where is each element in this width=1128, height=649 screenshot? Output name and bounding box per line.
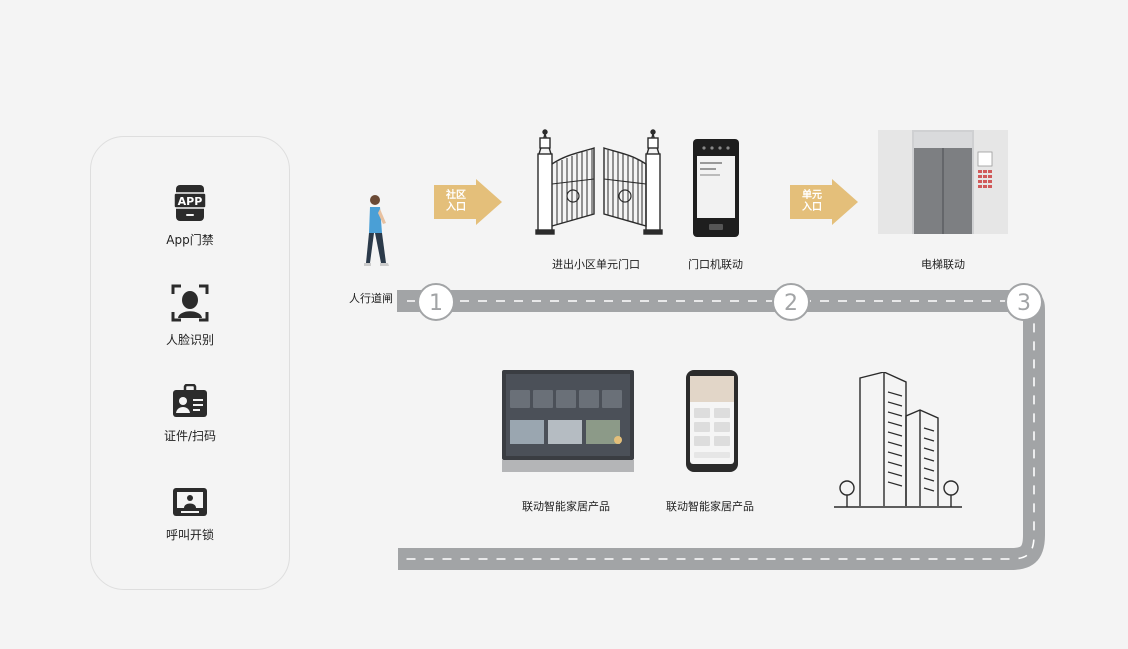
door-station-caption: 门口机联动 bbox=[688, 258, 743, 271]
pedestrian-illustration bbox=[364, 195, 389, 266]
gate-caption: 进出小区单元门口 bbox=[552, 258, 640, 271]
access-mode-intercom: 呼叫开锁 bbox=[90, 487, 290, 543]
elevator-caption: 电梯联动 bbox=[921, 258, 965, 271]
panel-caption: 联动智能家居产品 bbox=[522, 500, 610, 513]
access-mode-label: 人脸识别 bbox=[165, 333, 214, 347]
access-mode-label: App门禁 bbox=[166, 233, 214, 247]
smartphone-device bbox=[686, 370, 738, 472]
community-gate-illustration bbox=[535, 129, 663, 235]
buildings-illustration bbox=[834, 372, 962, 508]
community-entrance-label: 社区 入口 bbox=[446, 190, 466, 213]
elevator-illustration bbox=[878, 130, 1008, 234]
unit-entrance-label: 单元 入口 bbox=[802, 190, 822, 213]
step-number: 3 bbox=[1017, 291, 1031, 316]
smart-home-panel-device bbox=[502, 370, 634, 472]
unit-entrance-arrow: 单元 入口 bbox=[790, 179, 858, 225]
intercom-icon bbox=[173, 488, 207, 516]
pedestrian-gate-label: 人行道闸 bbox=[349, 292, 393, 305]
step-number: 2 bbox=[784, 291, 798, 316]
access-mode-label: 呼叫开锁 bbox=[165, 528, 214, 542]
access-mode-face: 人脸识别 bbox=[90, 284, 290, 348]
step-1-marker: 1 bbox=[416, 282, 456, 326]
phone-caption: 联动智能家居产品 bbox=[666, 500, 754, 513]
step-number: 1 bbox=[429, 291, 443, 316]
face-recognition-icon bbox=[171, 284, 209, 322]
step-2-marker: 2 bbox=[771, 282, 811, 326]
door-station-device bbox=[693, 139, 739, 237]
community-entrance-arrow: 社区 入口 bbox=[434, 179, 502, 225]
access-mode-label: 证件/扫码 bbox=[163, 429, 217, 443]
app-icon: APP bbox=[173, 185, 207, 221]
access-mode-app: APP App门禁 bbox=[90, 184, 290, 248]
step-3-marker: 3 bbox=[1004, 282, 1044, 326]
id-card-icon bbox=[173, 384, 207, 417]
access-mode-id: 证件/扫码 bbox=[90, 384, 290, 444]
svg-text:APP: APP bbox=[178, 195, 203, 208]
